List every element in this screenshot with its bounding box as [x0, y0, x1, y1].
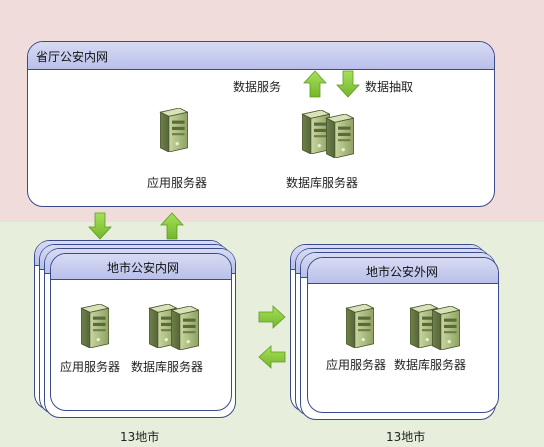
province-app-server-label: 应用服务器	[147, 176, 208, 190]
city-intranet-app-server-icon	[77, 304, 109, 348]
data-extract-label: 数据抽取	[365, 80, 414, 94]
province-to-city-arrow-down-icon	[88, 212, 112, 240]
city-extranet-db-server-label: 数据库服务器	[394, 358, 467, 372]
data-extract-arrow-down-icon	[336, 70, 360, 98]
city-extranet-title: 地市公安外网	[366, 265, 439, 279]
province-intranet-title: 省厅公安内网	[36, 50, 109, 64]
city-intranet-header	[51, 254, 231, 280]
city-to-province-arrow-up-icon	[160, 212, 184, 240]
city-intranet-app-server-label: 应用服务器	[60, 360, 121, 374]
data-service-arrow-up-icon	[303, 70, 327, 98]
city-extranet-count-label: 13地市	[386, 430, 426, 444]
city-extranet-panel: 地市公安外网 应用服务器 数据库服务器	[307, 257, 499, 413]
city-extranet-db-server-icon-right	[428, 306, 460, 350]
province-intranet-panel: 省厅公安内网 应用服务器 数据库服务器 数据服务 数据抽取	[27, 41, 495, 207]
province-db-server-icon-right	[322, 114, 354, 158]
intranet-to-extranet-arrow-right-icon	[258, 305, 286, 329]
extranet-to-intranet-arrow-left-icon	[258, 345, 286, 369]
city-intranet-db-server-label: 数据库服务器	[131, 360, 204, 374]
city-extranet-header	[308, 258, 498, 284]
city-intranet-title: 地市公安内网	[107, 261, 180, 275]
province-intranet-header	[28, 42, 494, 70]
city-extranet-app-server-label: 应用服务器	[326, 358, 387, 372]
city-intranet-db-server-icon-right	[167, 306, 199, 350]
city-intranet-panel: 地市公安内网 应用服务器 数据库服务器	[50, 253, 232, 411]
data-service-label: 数据服务	[233, 80, 282, 94]
city-intranet-count-label: 13地市	[120, 430, 160, 444]
province-app-server-icon	[156, 108, 188, 152]
city-extranet-app-server-icon	[342, 304, 374, 348]
province-db-server-label: 数据库服务器	[286, 176, 359, 190]
